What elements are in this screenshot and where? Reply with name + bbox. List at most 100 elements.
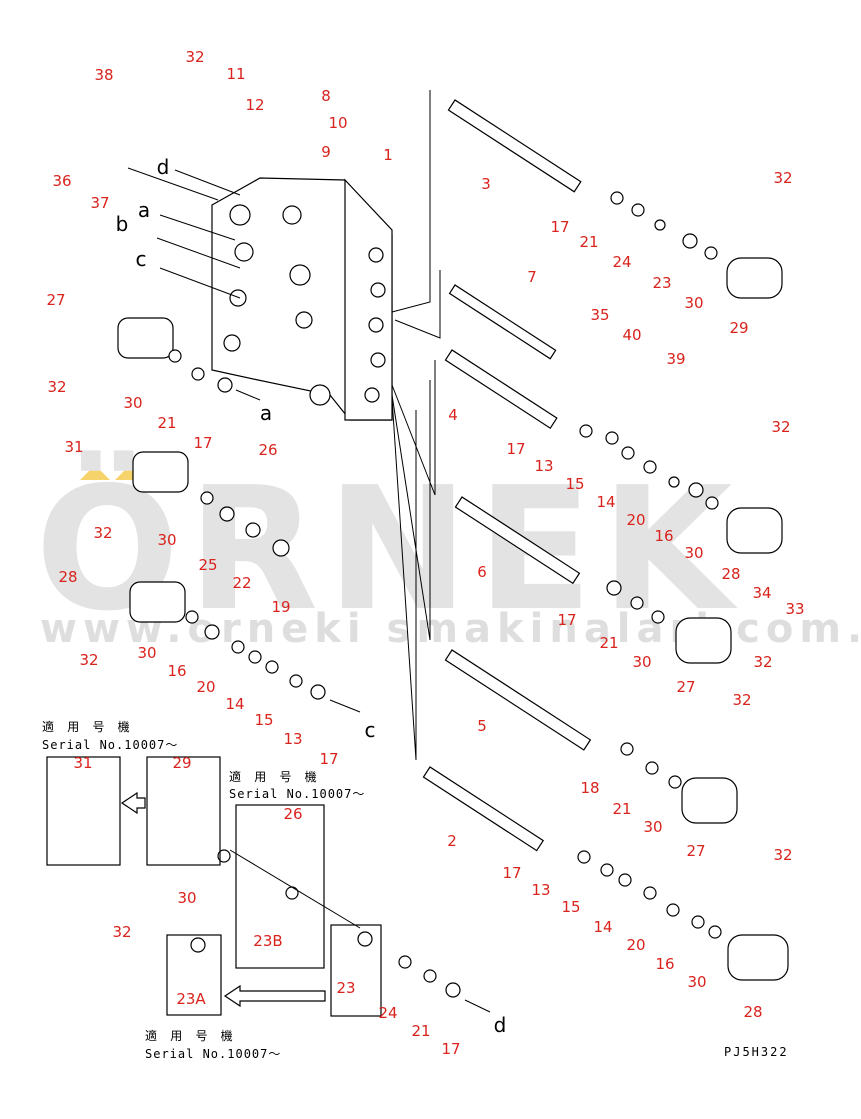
port-letter-2: b [116, 212, 129, 236]
note-3-serial: Serial No.10007～ [145, 1047, 281, 1061]
port-letter-5: c [365, 718, 376, 742]
part-label-76: 30 [177, 889, 196, 907]
drawing-code: PJ5H322 [724, 1045, 789, 1059]
rings [168, 191, 722, 998]
part-label-18: 27 [46, 291, 65, 309]
part-label-35: 28 [721, 565, 740, 583]
part-label-10: 3 [481, 175, 491, 193]
part-label-53: 32 [79, 651, 98, 669]
part-label-44: 6 [477, 563, 487, 581]
part-label-0: 38 [94, 66, 113, 84]
part-label-77: 32 [112, 923, 131, 941]
part-label-31: 14 [596, 493, 615, 511]
caps [117, 257, 789, 981]
part-label-48: 17 [557, 611, 576, 629]
part-label-54: 30 [137, 644, 156, 662]
part-label-59: 13 [283, 730, 302, 748]
part-label-33: 16 [654, 527, 673, 545]
part-label-38: 31 [64, 438, 83, 456]
part-label-68: 29 [172, 754, 191, 772]
port-letter-0: d [157, 155, 170, 179]
part-label-11: 32 [773, 169, 792, 187]
part-label-42: 22 [232, 574, 251, 592]
part-label-29: 13 [534, 457, 553, 475]
part-label-64: 21 [612, 800, 631, 818]
part-label-57: 14 [225, 695, 244, 713]
part-label-39: 32 [93, 524, 112, 542]
part-label-82: 28 [743, 1003, 762, 1021]
part-label-21: 40 [622, 326, 641, 344]
spools [422, 99, 592, 852]
part-label-75: 26 [283, 805, 302, 823]
note-1-serial: Serial No.10007～ [42, 738, 178, 752]
part-label-17: 29 [729, 319, 748, 337]
part-label-70: 17 [502, 864, 521, 882]
part-label-58: 15 [254, 711, 273, 729]
part-label-71: 13 [531, 881, 550, 899]
port-letter-6: d [494, 1013, 507, 1037]
port-letter-3: c [136, 247, 147, 271]
part-label-32: 20 [626, 511, 645, 529]
port-letter-4: a [260, 401, 272, 425]
part-label-14: 24 [612, 253, 631, 271]
part-label-2: 11 [226, 65, 245, 83]
part-label-87: 17 [441, 1040, 460, 1058]
part-label-60: 17 [319, 750, 338, 768]
part-label-26: 17 [193, 434, 212, 452]
part-label-3: 12 [245, 96, 264, 114]
part-label-85: 24 [378, 1004, 397, 1022]
part-label-67: 31 [73, 754, 92, 772]
part-label-27: 4 [448, 406, 458, 424]
part-label-34: 30 [684, 544, 703, 562]
part-label-20: 35 [590, 306, 609, 324]
part-label-83: 23 [336, 979, 355, 997]
port-letter-1: a [138, 198, 150, 222]
part-label-8: 36 [52, 172, 71, 190]
part-label-1: 32 [185, 48, 204, 66]
part-label-12: 17 [550, 218, 569, 236]
part-label-61: 5 [477, 717, 487, 735]
part-label-74: 32 [773, 846, 792, 864]
part-label-22: 39 [666, 350, 685, 368]
part-label-69: 2 [447, 832, 457, 850]
part-label-65: 30 [643, 818, 662, 836]
part-label-52: 27 [676, 678, 695, 696]
part-label-28: 17 [506, 440, 525, 458]
note-2-serial: Serial No.10007～ [229, 787, 365, 801]
part-label-43: 19 [271, 598, 290, 616]
part-label-9: 37 [90, 194, 109, 212]
note-1-jp: 適 用 号 機 [42, 719, 133, 734]
part-label-49: 21 [599, 634, 618, 652]
serial-notes: 適 用 号 機 Serial No.10007～ 適 用 号 機 Serial … [42, 719, 365, 1061]
part-label-51: 32 [753, 653, 772, 671]
part-label-19: 7 [527, 268, 537, 286]
part-label-56: 20 [196, 678, 215, 696]
part-label-55: 16 [167, 662, 186, 680]
part-label-15: 23 [652, 274, 671, 292]
part-label-41: 25 [198, 556, 217, 574]
part-label-13: 21 [579, 233, 598, 251]
part-label-46: 33 [785, 600, 804, 618]
part-label-4: 8 [321, 87, 331, 105]
part-label-40: 30 [157, 531, 176, 549]
part-label-30: 15 [565, 475, 584, 493]
part-label-62: 32 [732, 691, 751, 709]
part-label-37: 26 [258, 441, 277, 459]
part-label-72: 15 [561, 898, 580, 916]
part-label-47: 28 [58, 568, 77, 586]
part-label-6: 9 [321, 143, 331, 161]
valve-body [211, 177, 393, 421]
leader-lines [127, 90, 491, 1013]
serial-boxes [46, 756, 382, 1017]
part-label-50: 30 [632, 653, 651, 671]
note-3-jp: 適 用 号 機 [145, 1028, 236, 1043]
part-label-84: 23A [176, 990, 206, 1008]
part-label-5: 10 [328, 114, 347, 132]
part-label-7: 1 [383, 146, 393, 164]
part-label-66: 27 [686, 842, 705, 860]
part-label-81: 30 [687, 973, 706, 991]
part-label-73: 14 [593, 918, 612, 936]
